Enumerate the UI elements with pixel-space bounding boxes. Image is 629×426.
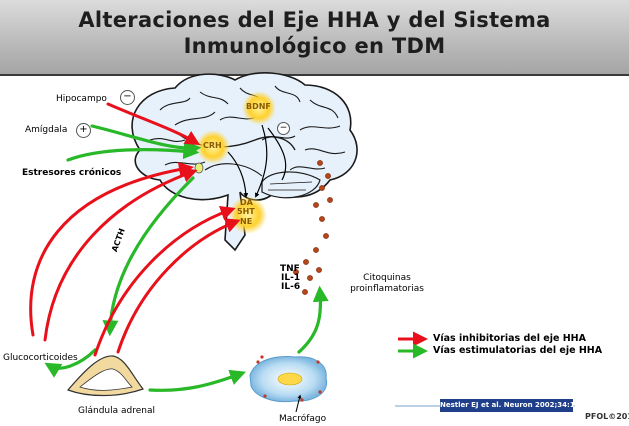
label-glandula: Glándula adrenal <box>78 406 155 416</box>
legend-stimulatory: Vías estimulatorias del eje HHA <box>433 345 603 356</box>
minus-sign-bdnf: − <box>277 122 290 135</box>
label-citoquinas-1: Citoquinas <box>363 273 411 283</box>
title-banner: Alteraciones del Eje HHA y del Sistema I… <box>0 0 629 76</box>
label-glucocorticoides: Glucocorticoides <box>3 353 78 363</box>
label-citoquinas-2: proinflamatorias <box>350 284 424 294</box>
legend-arrows <box>398 331 428 359</box>
legend-inhibitory: Vías inhibitorias del eje HHA <box>433 333 586 344</box>
minus-sign-hipocampo: − <box>120 90 135 105</box>
label-hipocampo: Hipocampo <box>56 94 107 104</box>
label-neuro-2: 5HT <box>237 207 255 216</box>
label-tnf: TNF <box>280 264 300 274</box>
label-bdnf: BDNF <box>246 102 271 111</box>
label-il6: IL-6 <box>281 282 301 292</box>
label-neuro-3: NE <box>240 217 253 226</box>
plus-sign-amigdala: + <box>76 123 91 138</box>
label-neuro-1: DA <box>240 198 253 207</box>
label-macrofago: Macrófago <box>279 414 327 424</box>
adrenal-gland <box>66 355 144 397</box>
label-amigdala: Amígdala <box>25 125 68 135</box>
label-crh: CRH <box>203 141 222 150</box>
title-line-1: Alteraciones del Eje HHA y del Sistema <box>78 8 551 32</box>
label-estresores: Estresores crónicos <box>22 168 122 178</box>
macrophage <box>249 355 328 413</box>
cytokine-particles <box>293 160 333 295</box>
copyright-label: PFOL©2010 <box>585 412 629 421</box>
label-il1: IL-1 <box>281 273 301 283</box>
reference-citation: Nestler EJ et al. Neuron 2002;34:13-25 <box>440 399 592 412</box>
title-line-2: Inmunológico en TDM <box>183 34 446 58</box>
